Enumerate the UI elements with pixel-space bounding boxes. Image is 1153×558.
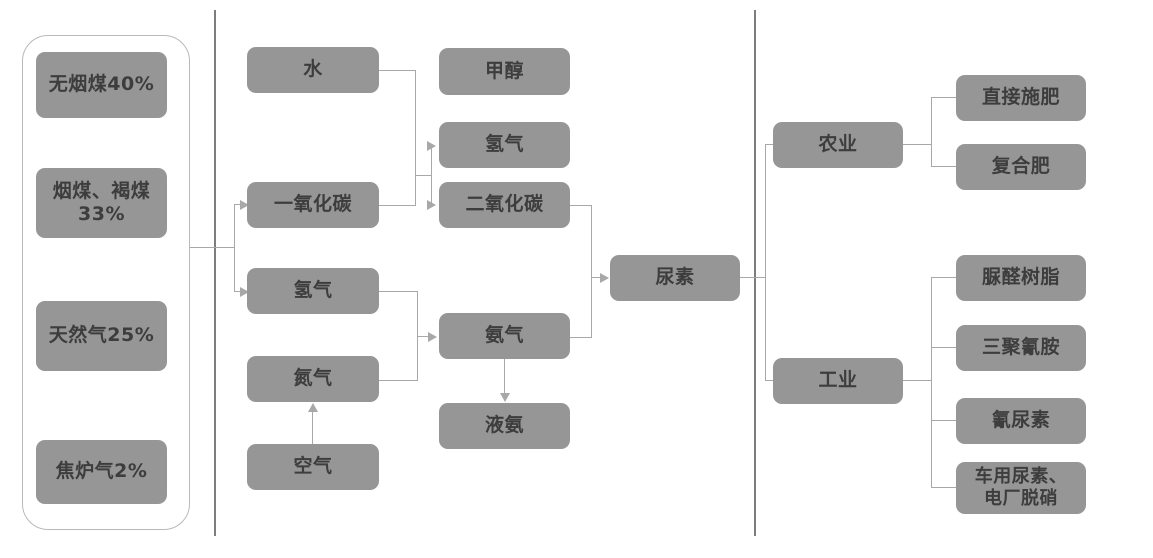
node-vehicle-urea-denitration[interactable]: 车用尿素、 电厂脱硝	[956, 462, 1086, 514]
node-natural-gas[interactable]: 天然气25%	[36, 301, 167, 371]
edge-merge-riser	[431, 145, 433, 205]
node-air[interactable]: 空气	[247, 444, 379, 490]
arrowhead-feedstock-to-co	[240, 200, 249, 210]
edge-ammonia-to-liquid-ammonia	[504, 359, 506, 395]
arrowhead-h2n2-to-ammonia	[428, 332, 437, 342]
arrowhead-air-to-nitrogen	[308, 403, 318, 412]
edge-hydrogen-out	[379, 291, 418, 293]
node-hydrogen-right[interactable]: 氢气	[439, 122, 570, 168]
edge-industry-to-vehicle-urea	[931, 487, 957, 489]
edge-agriculture-to-direct-fertilizing	[931, 97, 957, 99]
node-carbon-dioxide[interactable]: 二氧化碳	[439, 182, 570, 228]
edge-industry-to-melamine	[931, 347, 957, 349]
edge-co2-out	[570, 205, 592, 207]
arrowhead-merge-to-urea	[600, 273, 609, 283]
node-melamine[interactable]: 三聚氰胺	[956, 325, 1086, 371]
edge-co2-nh3-merge	[591, 205, 593, 338]
section-divider-left	[214, 10, 216, 536]
node-industry[interactable]: 工业	[773, 358, 903, 404]
edge-urea-stem	[740, 277, 766, 279]
edge-h2n2-to-ammonia	[417, 336, 434, 338]
edge-agriculture-stem	[903, 144, 932, 146]
edge-industry-to-resin	[931, 277, 957, 279]
node-bituminous-lignite[interactable]: 烟煤、褐煤 33%	[36, 168, 167, 238]
edge-urea-riser	[765, 144, 767, 381]
edge-agriculture-to-compound-fertilizer	[931, 166, 957, 168]
node-urea-formaldehyde-resin[interactable]: 脲醛树脂	[956, 255, 1086, 301]
node-anthracite[interactable]: 无烟煤40%	[36, 52, 167, 118]
edge-urea-to-agriculture	[765, 144, 774, 146]
edge-industry-stem	[903, 380, 932, 382]
node-direct-fertilizing[interactable]: 直接施肥	[956, 75, 1086, 121]
node-agriculture[interactable]: 农业	[773, 122, 903, 168]
arrowhead-feedstock-to-h2	[240, 287, 249, 297]
section-divider-right	[754, 10, 756, 536]
edge-feedstock-riser	[234, 204, 236, 292]
edge-water-co-merge	[415, 70, 417, 206]
edge-water-out	[379, 70, 416, 72]
edge-urea-to-industry	[765, 380, 774, 382]
node-methanol[interactable]: 甲醇	[439, 48, 570, 95]
feedstock-group-container	[22, 35, 190, 530]
node-liquid-ammonia[interactable]: 液氨	[439, 403, 570, 449]
edge-agriculture-riser	[931, 97, 933, 167]
edge-ammonia-out	[570, 337, 592, 339]
node-carbon-monoxide[interactable]: 一氧化碳	[247, 182, 379, 228]
node-nitrogen[interactable]: 氮气	[247, 356, 379, 402]
arrowhead-ammonia-to-liquid-ammonia	[500, 393, 510, 402]
edge-industry-riser	[931, 277, 933, 488]
edge-nitrogen-out	[379, 380, 418, 382]
node-urea[interactable]: 尿素	[610, 255, 740, 301]
edge-feedstock-stem	[190, 247, 234, 249]
arrowhead-merge-to-co2	[427, 200, 436, 210]
node-water[interactable]: 水	[247, 47, 379, 93]
edge-air-to-nitrogen	[312, 411, 314, 444]
node-compound-fertilizer[interactable]: 复合肥	[956, 144, 1086, 190]
edge-co-out	[379, 205, 416, 207]
edge-feedstock-to-co	[234, 204, 242, 206]
edge-feedstock-to-h2	[234, 291, 242, 293]
node-ammonia[interactable]: 氨气	[439, 313, 570, 359]
arrowhead-merge-to-hydrogen	[427, 141, 436, 151]
node-coke-oven-gas[interactable]: 焦炉气2%	[36, 440, 167, 504]
node-hydrogen-left[interactable]: 氢气	[247, 268, 379, 314]
edge-merge-stem	[415, 175, 432, 177]
node-cyanuric-urea[interactable]: 氰尿素	[956, 398, 1086, 444]
edge-industry-to-cyanuric-urea	[931, 420, 957, 422]
edge-merge-to-urea	[591, 277, 605, 279]
